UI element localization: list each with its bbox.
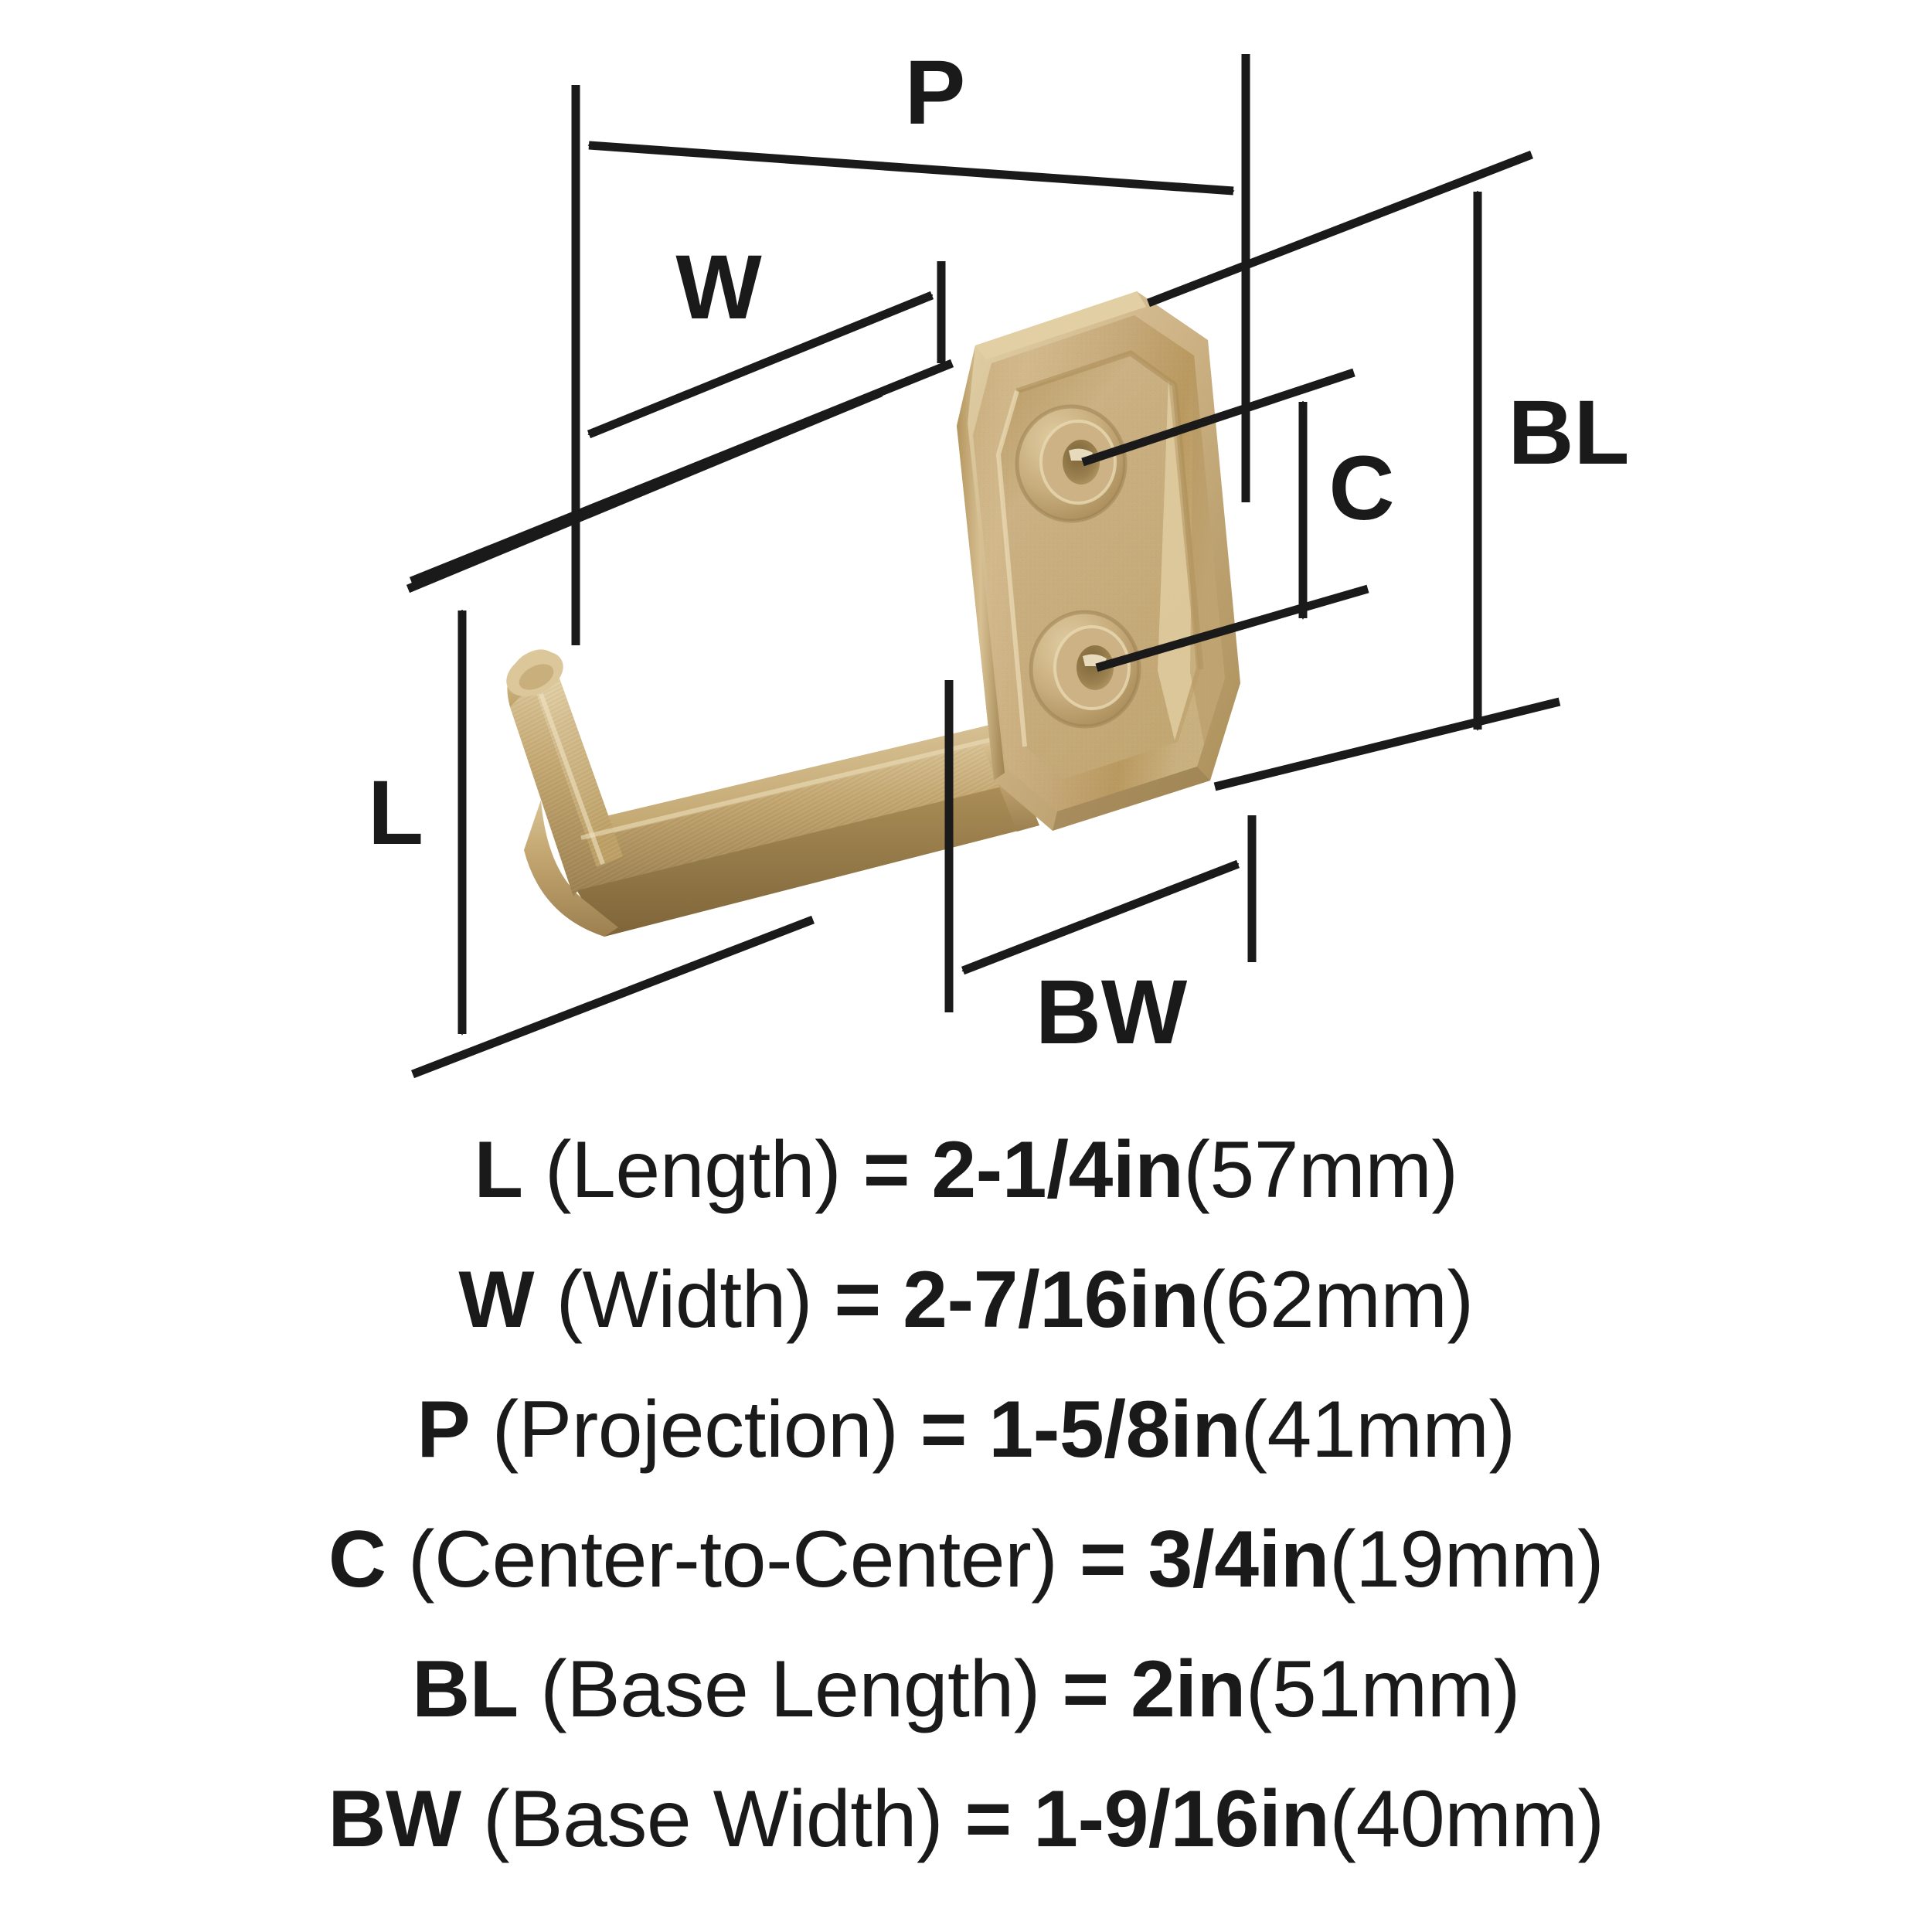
legend-metric-width: (62mm) xyxy=(1199,1255,1474,1345)
boss-lower-collar-edge xyxy=(1053,625,1131,710)
dim-arrow-bw xyxy=(961,859,1240,975)
legend-row-base-width: BW (Base Width) = 1-9/16in(40mm) xyxy=(0,1754,1932,1884)
legend-value-projection: = 1-5/8in xyxy=(920,1385,1241,1475)
legend-value-width: = 2-7/16in xyxy=(834,1255,1199,1345)
label-w: W xyxy=(675,236,762,338)
screw-boss-lower xyxy=(1029,610,1141,729)
hook-dimension-drawing: P W L C BL BW xyxy=(368,42,1630,1079)
legend-row-width: W (Width) = 2-7/16in(62mm) xyxy=(0,1235,1932,1365)
plate-recess-shadow xyxy=(1015,350,1204,670)
legend-symbol-p: P xyxy=(417,1385,471,1475)
leader-bl-lower xyxy=(1213,697,1561,791)
leader-l-lower xyxy=(411,915,815,1079)
legend-name-base-width: (Base Width) xyxy=(483,1774,944,1864)
legend-value-center-to-center: = 3/4in xyxy=(1079,1515,1330,1604)
leader-c-upper xyxy=(1081,368,1355,467)
diagram-illustration: P W L C BL BW xyxy=(368,42,1630,1079)
legend-metric-center-to-center: (19mm) xyxy=(1328,1515,1604,1604)
leader-c-lower xyxy=(1095,584,1369,672)
dimension-legend: L (Length) = 2-1/4in(57mm) W (Width) = 2… xyxy=(0,1105,1932,1932)
legend-row-length: L (Length) = 2-1/4in(57mm) xyxy=(0,1105,1932,1235)
dim-arrow-w xyxy=(587,291,934,439)
hook-base-plate xyxy=(957,291,1240,831)
arm-underside xyxy=(576,782,1039,937)
legend-row-projection: P (Projection) = 1-5/8in(41mm) xyxy=(0,1365,1932,1495)
arm-highlight-horizontal xyxy=(580,734,1005,840)
legend-symbol-w: W xyxy=(458,1255,535,1345)
legend-metric-base-length: (51mm) xyxy=(1245,1645,1521,1734)
legend-symbol-l: L xyxy=(474,1125,523,1215)
label-c: C xyxy=(1328,437,1394,539)
boss-lower-outer-edge xyxy=(1029,610,1141,729)
boss-upper-outer-edge xyxy=(1015,404,1128,523)
plate-bottom-shade xyxy=(1053,767,1210,831)
legend-value-base-length: = 2in xyxy=(1062,1645,1246,1734)
arm-horizontal-brush xyxy=(568,740,1014,890)
legend-row-center-to-center: C (Center-to-Center) = 3/4in(19mm) xyxy=(0,1495,1932,1624)
plate-left-edge xyxy=(957,345,1005,781)
hook-product-render xyxy=(506,291,1240,937)
arm-tip-inner xyxy=(519,664,554,690)
legend-value-base-width: = 1-9/16in xyxy=(964,1774,1330,1864)
legend-name-base-length: (Base Length) xyxy=(540,1645,1040,1734)
boss-upper-collar-edge xyxy=(1039,420,1117,505)
legend-name-length: (Length) xyxy=(544,1125,842,1215)
legend-symbol-bw: BW xyxy=(328,1774,461,1864)
legend-metric-length: (57mm) xyxy=(1183,1125,1458,1215)
arm-diagonal-bevel-brush xyxy=(533,674,623,867)
screw-boss-upper xyxy=(1015,404,1128,523)
label-p: P xyxy=(905,42,966,144)
plate-right-shade xyxy=(1190,355,1225,751)
legend-value-length: = 2-1/4in xyxy=(862,1125,1184,1215)
legend-name-center-to-center: (Center-to-Center) xyxy=(407,1515,1058,1604)
legend-name-projection: (Projection) xyxy=(492,1385,899,1475)
legend-metric-projection: (41mm) xyxy=(1240,1385,1515,1475)
legend-row-base-length: BL (Base Length) = 2in(51mm) xyxy=(0,1624,1932,1754)
arm-diagonal-brush xyxy=(510,684,597,896)
label-bl: BL xyxy=(1508,382,1629,484)
dim-arrow-p xyxy=(589,141,1233,196)
plate-recess-highlight xyxy=(995,390,1027,747)
leader-l-upper xyxy=(406,388,883,594)
arm-elbow xyxy=(524,800,618,937)
plate-top-bevel xyxy=(975,291,1146,359)
legend-metric-base-width: (40mm) xyxy=(1329,1774,1604,1864)
dimension-lines xyxy=(406,54,1561,1079)
label-l: L xyxy=(368,762,423,864)
label-bw: BW xyxy=(1036,961,1188,1063)
legend-symbol-bl: BL xyxy=(412,1645,519,1734)
legend-symbol-c: C xyxy=(328,1515,386,1604)
hook-arm xyxy=(506,649,1039,937)
dimension-letter-labels: P W L C BL BW xyxy=(368,42,1630,1063)
leader-bl-upper xyxy=(1147,150,1533,308)
legend-name-width: (Width) xyxy=(556,1255,813,1345)
